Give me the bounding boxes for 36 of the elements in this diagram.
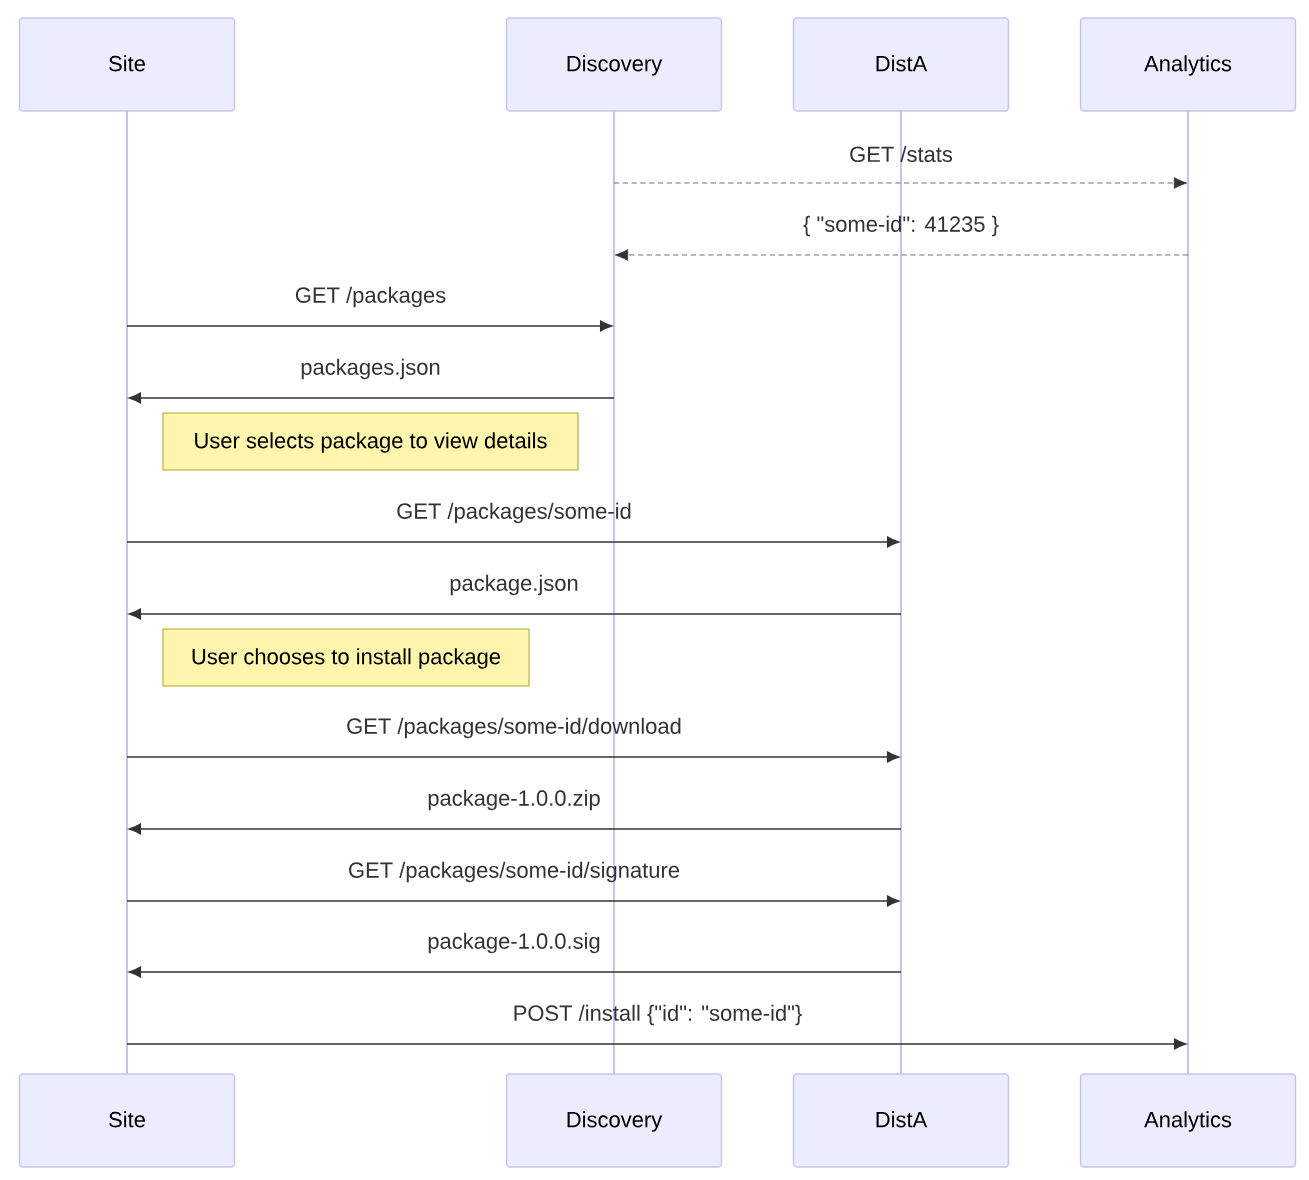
actor-box: Discovery [505,17,723,112]
note-box: User chooses to install package [162,628,530,687]
edge-label: GET /packages/some-id/download [347,717,681,739]
message-arrow [126,320,613,332]
message-arrow [126,895,900,907]
message-arrow [128,608,902,620]
message-arrow [126,751,900,763]
actor-box: Discovery [505,1073,723,1168]
lifeline [900,111,902,1074]
message-arrow [128,392,615,404]
message-arrow [126,1038,1187,1050]
lifeline [613,111,615,1074]
actor-box: DistA [792,1073,1010,1168]
edge-label: GET /packages/some-id/signature [349,861,680,883]
message-arrow [126,536,900,548]
actor-box: Site [18,1073,236,1168]
note-box: User selects package to view details [162,412,579,471]
actor-box: Site [18,17,236,112]
edge-label: package-1.0.0.zip [428,789,600,811]
lifeline [126,111,128,1074]
edge-label: GET /stats [850,145,953,163]
message-arrow [613,177,1188,189]
actor-box: Analytics [1079,17,1297,112]
lifeline [1187,111,1189,1074]
message-arrow [128,966,902,978]
edge-label: { "some-id": 41235 } [803,215,999,237]
edge-label: package.json [450,574,578,596]
edge-label: GET /packages/some-id [397,502,631,524]
edge-label: GET /packages [295,286,446,308]
message-arrow [128,823,902,835]
message-arrow [614,249,1189,261]
edge-label: package-1.0.0.sig [428,932,600,954]
actor-box: Analytics [1079,1073,1297,1168]
actor-box: DistA [792,17,1010,112]
edge-label: POST /install {"id": "some-id"} [514,1004,802,1026]
edge-label: packages.json [301,358,440,380]
